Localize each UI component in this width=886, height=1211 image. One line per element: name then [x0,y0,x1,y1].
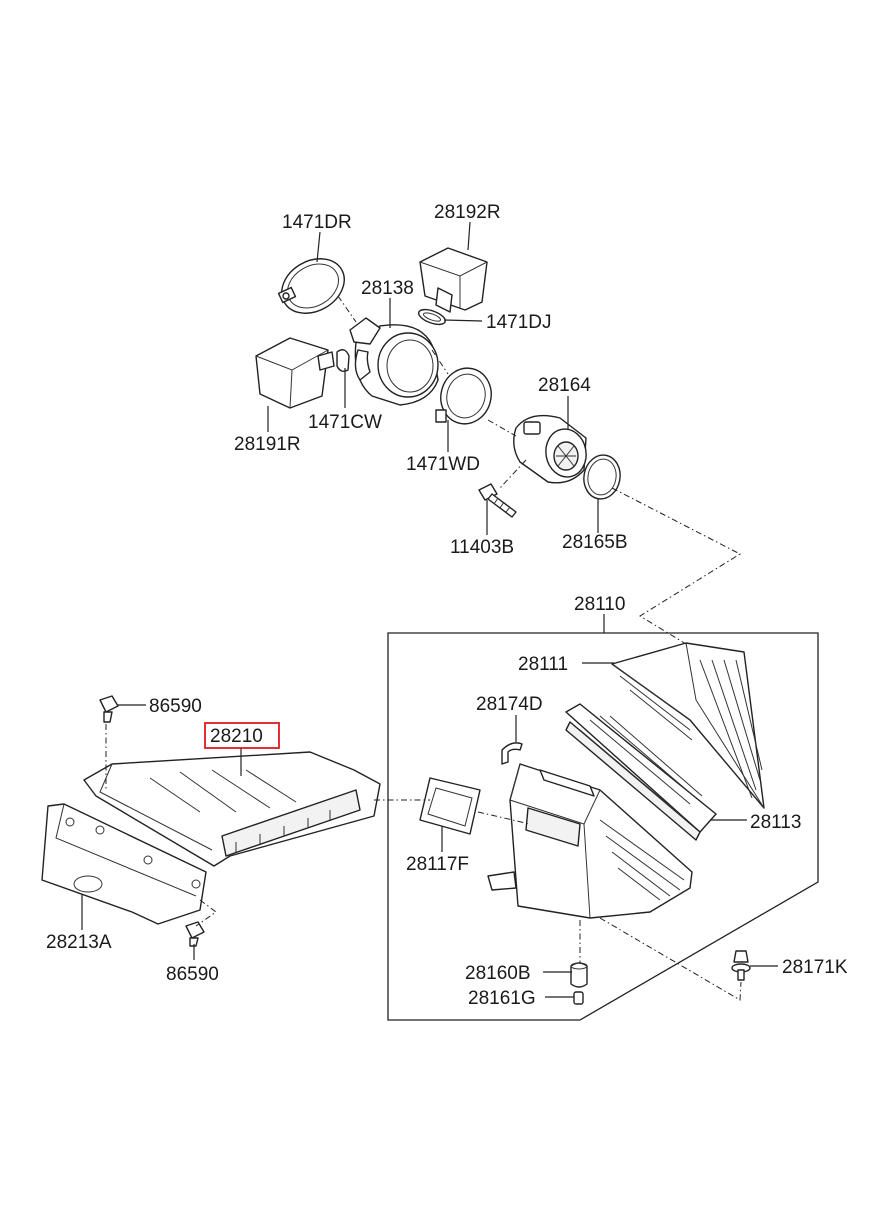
label-28161G: 28161G [468,988,536,1009]
label-28165B: 28165B [562,532,628,553]
air-cleaner-assembly-frame [387,632,819,1021]
part-28117F-gasket[interactable] [419,777,481,835]
part-28192R-resonator[interactable] [419,247,488,313]
label-86590-bottom: 86590 [166,964,219,985]
part-28138-intake-hose[interactable] [349,317,439,406]
part-1471CW-clip[interactable] [336,349,350,373]
label-1471DR: 1471DR [282,212,352,233]
leader-lines [81,221,778,1001]
part-86590-clip-top[interactable] [99,695,119,723]
air-cleaner-body[interactable] [487,763,693,919]
part-11403B-bolt[interactable] [478,483,517,518]
part-1471WD-clamp[interactable] [435,362,498,429]
label-28113: 28113 [750,812,801,833]
label-1471DJ: 1471DJ [486,312,552,333]
part-28210-intake-duct[interactable] [83,751,381,867]
part-28164-airflow-sensor[interactable] [513,414,590,484]
label-28174D: 28174D [476,694,543,715]
label-28138: 28138 [361,278,414,299]
part-28174D-clip[interactable] [501,742,523,765]
label-28117F: 28117F [406,854,469,875]
part-1471DR-clamp[interactable] [272,248,354,324]
label-28213A: 28213A [46,932,112,953]
part-28165B-gasket[interactable] [580,452,623,502]
label-28171K: 28171K [782,957,848,978]
part-1471DJ-clamp[interactable] [417,307,447,328]
label-28110: 28110 [574,594,625,615]
part-28160B-bushing[interactable] [570,962,588,988]
part-86590-clip-bottom[interactable] [185,921,205,947]
part-28191R-resonator[interactable] [255,337,335,409]
part-28161G-collar[interactable] [573,991,584,1005]
label-28191R: 28191R [234,434,301,455]
part-28171K-bolt[interactable] [731,950,751,981]
highlight-box-28210 [204,722,280,749]
label-1471CW: 1471CW [308,412,382,433]
label-28164: 28164 [538,375,591,396]
label-86590-top: 86590 [149,696,202,717]
label-11403B: 11403B [450,537,514,558]
part-28213A-under-cover[interactable] [41,803,207,925]
label-1471WD: 1471WD [406,454,480,475]
label-28210[interactable]: 28210 [210,726,263,747]
part-28111-cleaner-cover[interactable] [611,642,765,809]
label-28160B: 28160B [465,963,531,984]
part-28113-filter-element[interactable] [565,703,717,841]
label-28192R: 28192R [434,202,501,223]
label-28111: 28111 [518,654,568,675]
